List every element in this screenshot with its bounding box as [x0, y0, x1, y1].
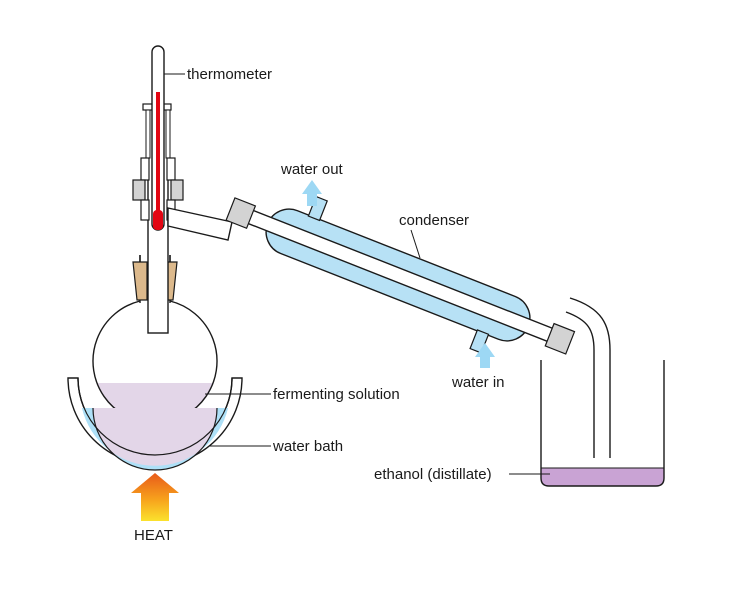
- heat-label: HEAT: [134, 527, 173, 544]
- mercury-column: [156, 92, 160, 212]
- condenser-leader: [410, 229, 421, 259]
- side-arm: [167, 207, 233, 241]
- thermometer-label: thermometer: [187, 66, 272, 83]
- connector-left: [225, 197, 257, 230]
- receiving-beaker: [540, 360, 665, 487]
- fermenting-solution-label: fermenting solution: [273, 386, 400, 403]
- thermometer: [151, 45, 165, 231]
- distillate-liquid: [541, 468, 664, 486]
- condenser-label: condenser: [399, 212, 469, 229]
- condenser: [225, 195, 576, 355]
- water-out-label: water out: [280, 161, 344, 178]
- ethanol-label: ethanol (distillate): [374, 466, 492, 483]
- solution-lower: [93, 408, 217, 470]
- thermometer-bulb: [153, 210, 163, 230]
- heat-arrow: [131, 473, 179, 521]
- connector-right: [544, 322, 576, 355]
- thermometer-clamp-right: [170, 179, 184, 201]
- receiver-adapter: [565, 297, 611, 458]
- water-in-label: water in: [451, 374, 505, 391]
- thermometer-clamp-left: [132, 179, 146, 201]
- water-in-arrow: [475, 343, 495, 368]
- water-bath-label: water bath: [272, 438, 343, 455]
- flask-bottom-edge: [92, 407, 218, 471]
- water-out-arrow: [302, 180, 322, 206]
